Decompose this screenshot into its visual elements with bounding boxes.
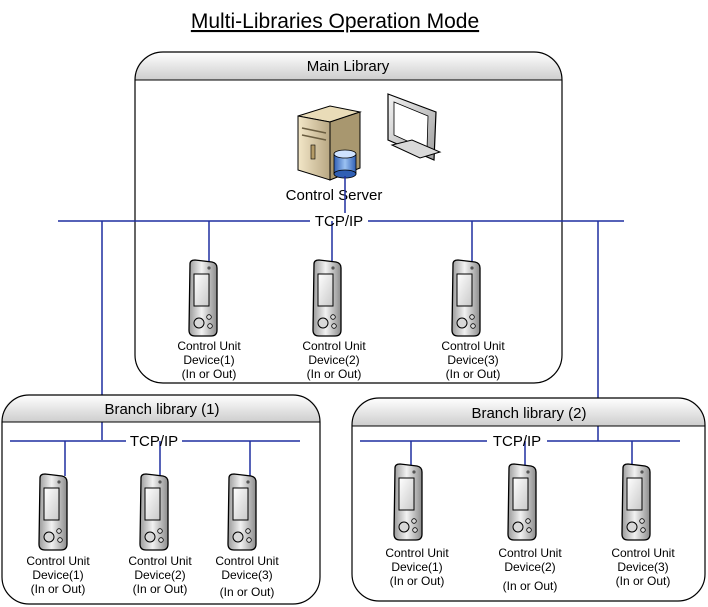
svg-text:Control Unit: Control Unit — [302, 339, 366, 353]
monitor-icon — [387, 93, 442, 161]
control-unit-icon — [451, 259, 481, 337]
svg-text:Device(2): Device(2) — [504, 560, 555, 574]
svg-text:Control Unit: Control Unit — [385, 546, 449, 560]
database-icon — [333, 149, 357, 179]
main-library-label: Main Library — [307, 58, 390, 75]
svg-text:Device(2): Device(2) — [134, 568, 185, 582]
svg-text:Device(3): Device(3) — [447, 353, 498, 367]
svg-text:Control Unit: Control Unit — [215, 554, 279, 568]
svg-text:Device(2): Device(2) — [308, 353, 359, 367]
control-unit-icon — [227, 473, 257, 551]
control-unit-icon — [507, 463, 537, 541]
svg-text:(In or Out): (In or Out) — [616, 574, 671, 588]
control-unit-icon — [188, 259, 218, 337]
control-unit-icon — [312, 259, 342, 337]
svg-text:Device(1): Device(1) — [183, 353, 234, 367]
device-label: Control Unit Device(3) (In or Out) — [611, 546, 675, 588]
svg-text:(In or Out): (In or Out) — [390, 574, 445, 588]
svg-text:(In or Out): (In or Out) — [220, 585, 275, 599]
device-label: Control Unit Device(1) (In or Out) — [26, 554, 90, 596]
svg-text:Control Unit: Control Unit — [498, 546, 562, 560]
branch-library-1-box: Branch library (1) — [1, 394, 321, 605]
svg-text:Device(3): Device(3) — [617, 560, 668, 574]
control-unit-icon — [393, 463, 423, 541]
main-network-label: TCP/IP — [315, 213, 363, 230]
branch-2-network-label: TCP/IP — [493, 433, 541, 450]
device-label: Control Unit Device(1) (In or Out) — [177, 339, 241, 381]
device-label: Control Unit Device(3) (In or Out) — [215, 554, 279, 599]
svg-text:Control Unit: Control Unit — [611, 546, 675, 560]
branch-library-2-label: Branch library (2) — [471, 405, 586, 422]
svg-text:(In or Out): (In or Out) — [446, 367, 501, 381]
svg-text:(In or Out): (In or Out) — [31, 582, 86, 596]
svg-text:(In or Out): (In or Out) — [503, 579, 558, 593]
control-unit-icon — [38, 473, 68, 551]
svg-text:Control Unit: Control Unit — [128, 554, 192, 568]
device-label: Control Unit Device(3) (In or Out) — [441, 339, 505, 381]
control-server-label: Control Server — [286, 187, 383, 204]
svg-text:Device(1): Device(1) — [391, 560, 442, 574]
device-label: Control Unit Device(2) (In or Out) — [498, 546, 562, 593]
svg-text:Device(1): Device(1) — [32, 568, 83, 582]
device-label: Control Unit Device(2) (In or Out) — [302, 339, 366, 381]
svg-text:(In or Out): (In or Out) — [307, 367, 362, 381]
device-label: Control Unit Device(2) (In or Out) — [128, 554, 192, 596]
diagram-title: Multi-Libraries Operation Mode — [191, 10, 479, 33]
branch-library-2-box: Branch library (2) — [351, 397, 706, 602]
svg-text:(In or Out): (In or Out) — [182, 367, 237, 381]
svg-text:(In or Out): (In or Out) — [133, 582, 188, 596]
device-label: Control Unit Device(1) (In or Out) — [385, 546, 449, 588]
svg-text:Control Unit: Control Unit — [26, 554, 90, 568]
svg-text:Control Unit: Control Unit — [177, 339, 241, 353]
main-library-box: Main Library — [134, 51, 563, 384]
branch-library-1-label: Branch library (1) — [104, 401, 219, 418]
control-unit-icon — [139, 473, 169, 551]
svg-text:Device(3): Device(3) — [221, 568, 272, 582]
branch-1-network-label: TCP/IP — [130, 433, 178, 450]
control-unit-icon — [621, 463, 651, 541]
branch-2-network — [360, 440, 680, 466]
svg-text:Control Unit: Control Unit — [441, 339, 505, 353]
branch-1-network — [10, 440, 300, 476]
